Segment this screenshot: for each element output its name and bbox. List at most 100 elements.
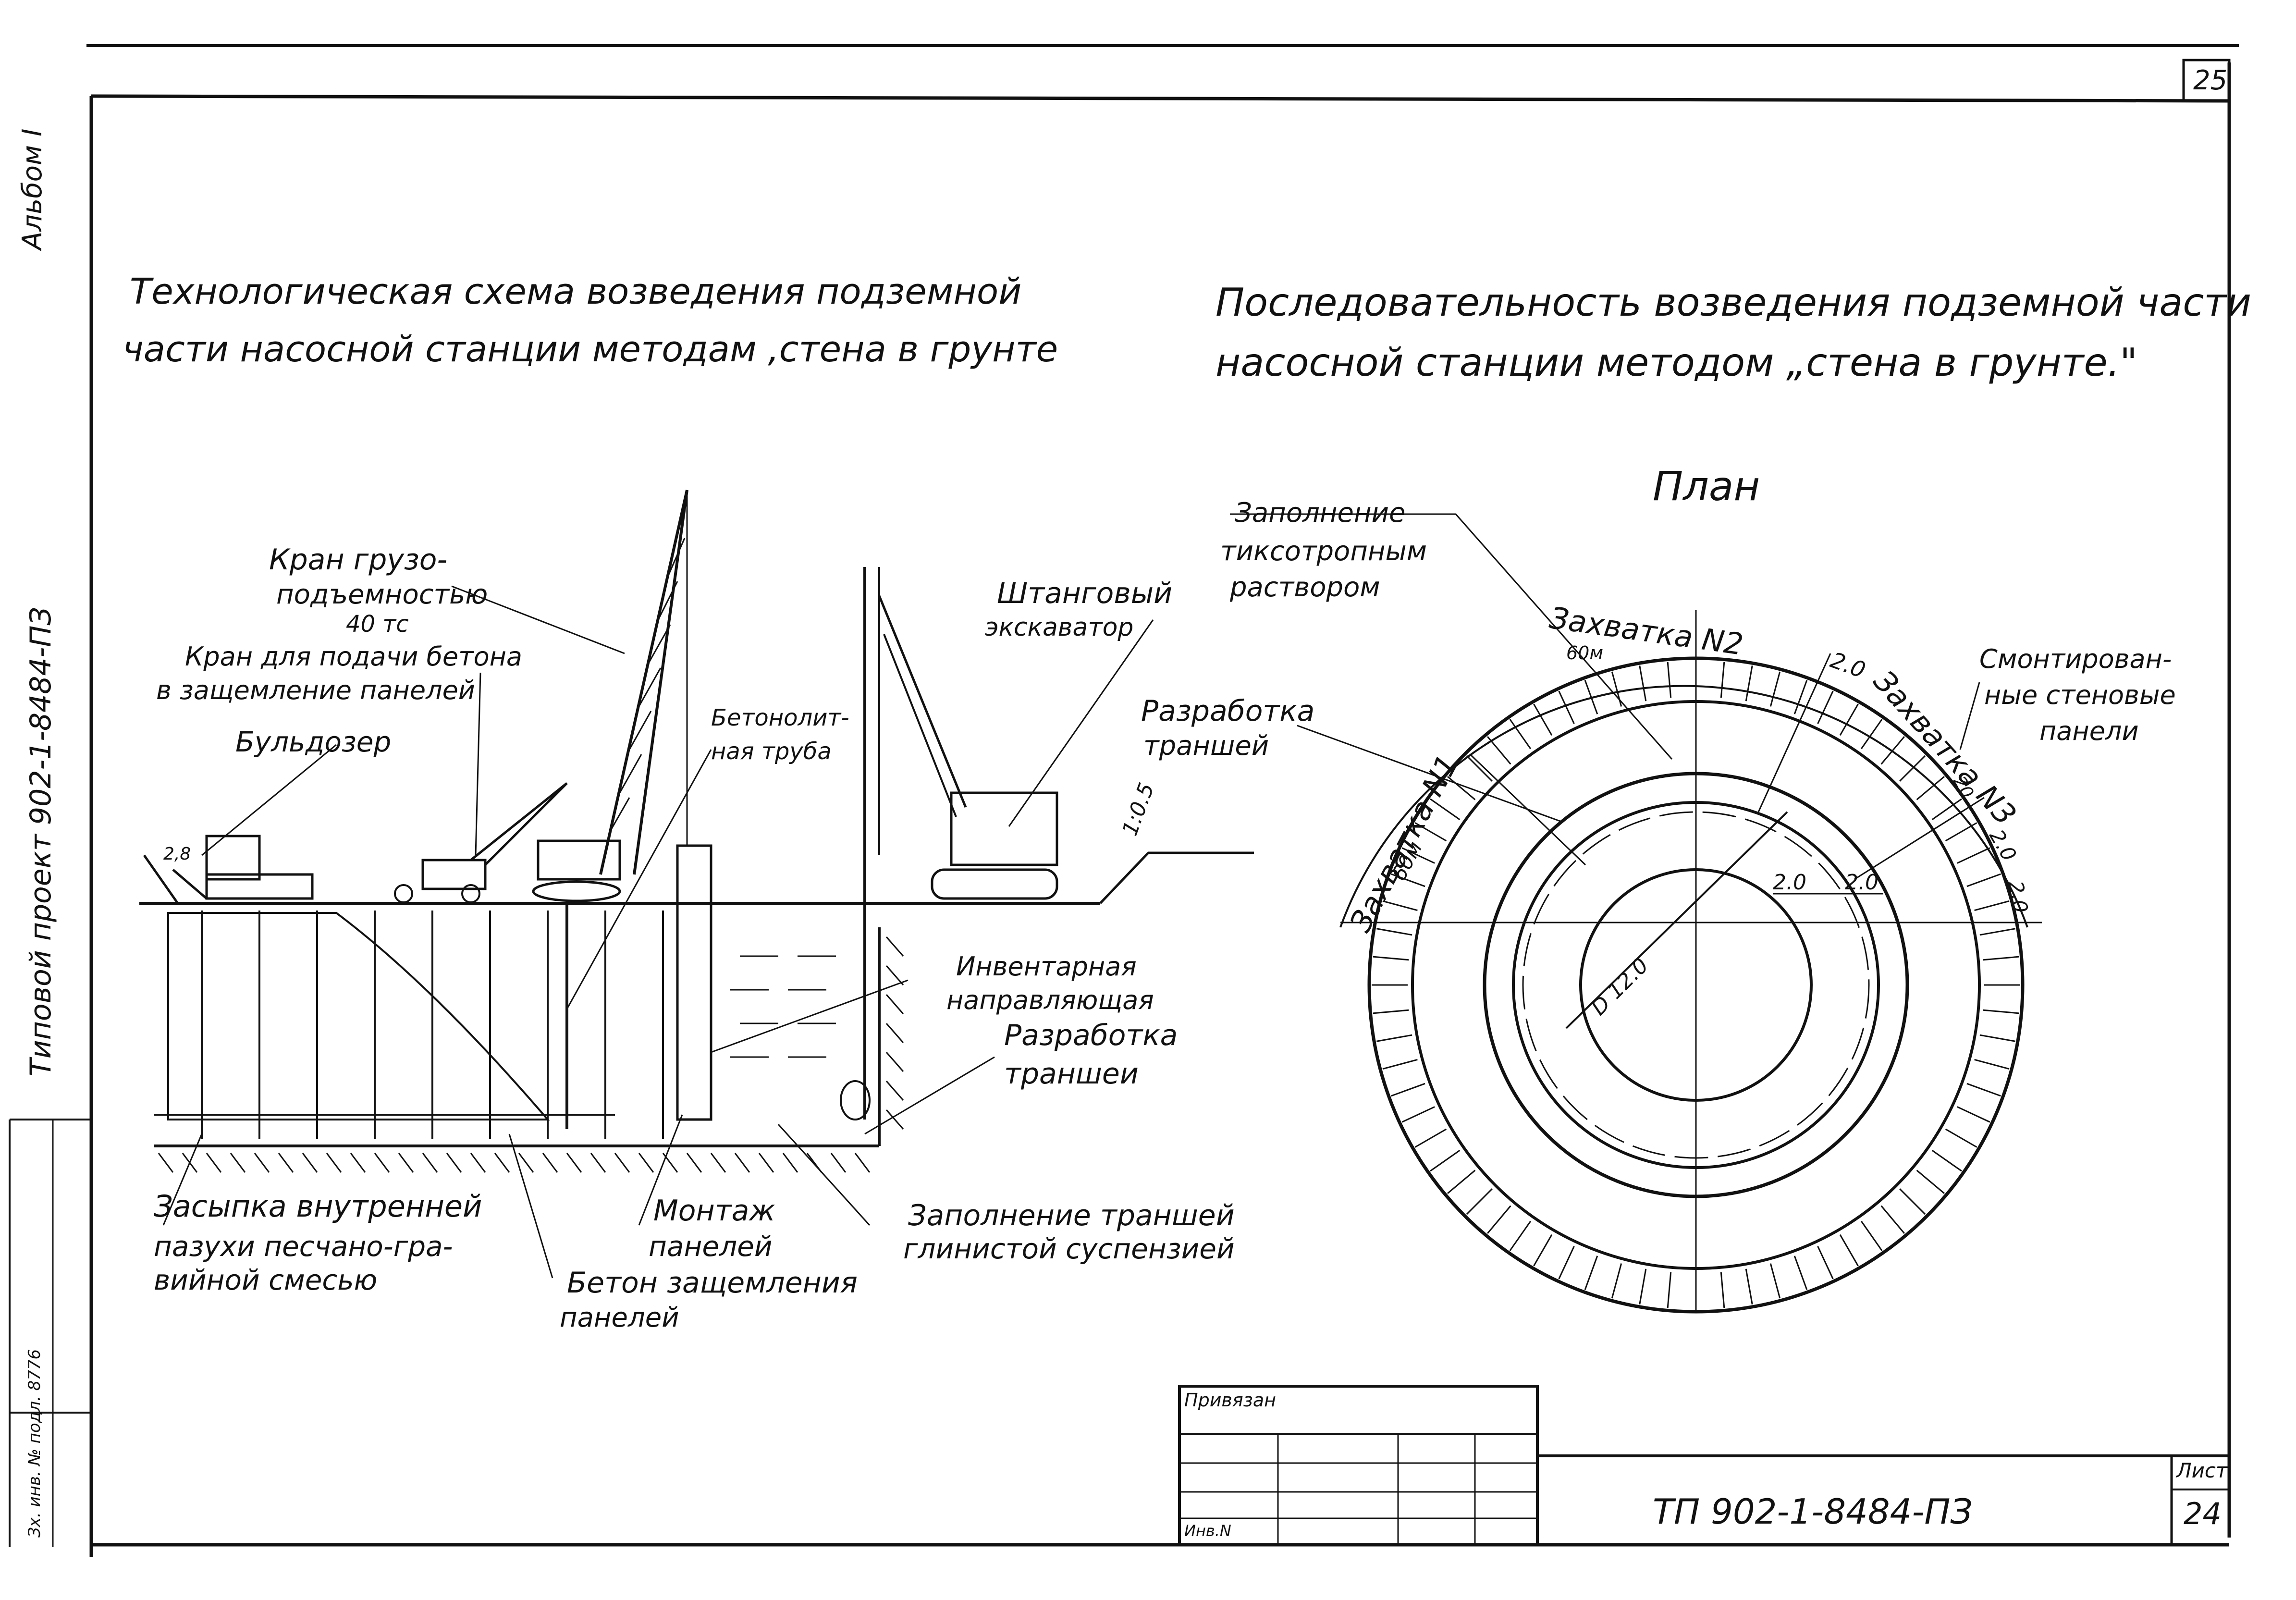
label-panels-3: панели (2039, 716, 2139, 746)
label-trench-dev-1: Разработка (1004, 1019, 1178, 1052)
wall-panel-tick (1466, 755, 1493, 782)
wall-panel-tick (1639, 1268, 1647, 1305)
label-mount-2: панелей (649, 1230, 773, 1263)
label-fill-trench-1: Заполнение траншей (908, 1199, 1235, 1232)
wall-panel-tick (1414, 1128, 1447, 1148)
wall-panel-tick (1793, 680, 1808, 714)
wall-panel-tick (1817, 690, 1834, 724)
wall-panel-tick (1376, 1034, 1412, 1042)
wall-panel-tick (1817, 1246, 1834, 1280)
wall-panel-tick (1391, 1083, 1425, 1097)
label-tremie-1: Бетонолит- (711, 704, 849, 731)
label-guide-1: Инвентарная (956, 951, 1137, 982)
label-concrete-fix-2: панелей (560, 1302, 679, 1333)
wall-panel-tick (1382, 900, 1418, 911)
label-concrete-fix-1: Бетон защемления (567, 1266, 858, 1300)
label-trench-1: Разработка (1141, 694, 1315, 728)
label-backfill-1: Засыпка внутренней (154, 1189, 482, 1224)
wall-panel-tick (1916, 1169, 1945, 1194)
wall-panel-tick (1533, 1234, 1553, 1267)
wall-panel-tick (1391, 873, 1425, 887)
wall-panel-tick (1509, 719, 1532, 750)
left-title-line1: Технологическая схема возведения подземн… (130, 271, 1022, 312)
construction-scheme (139, 490, 1254, 1279)
wall-panel-tick (1745, 665, 1753, 702)
label-trench-2: траншей (1143, 730, 1269, 762)
plan-label: План (1653, 463, 1760, 510)
label-crane-3: 40 тс (346, 611, 409, 638)
wall-panel-tick (1373, 956, 1409, 961)
wall-panel-tick (1899, 755, 1926, 782)
label-tremie-2: ная труба (711, 738, 832, 765)
wall-panel-tick (1945, 822, 1977, 842)
wall-panel-tick (1667, 662, 1672, 698)
title-block-sheet-label: Лист (2176, 1459, 2228, 1482)
wall-panel-tick (1860, 719, 1883, 750)
wall-panel-tick (1667, 1272, 1672, 1308)
wall-panel-tick (1720, 662, 1725, 698)
label-fill-1: Заполнение (1235, 497, 1406, 529)
right-title-line2: насосной станции методом „стена в грунте… (1216, 340, 2137, 385)
label-fill-3: раствором (1230, 572, 1380, 603)
label-trench-dev-2: траншеи (1004, 1057, 1139, 1091)
wall-panel-tick (1720, 1272, 1725, 1308)
sheet-top-number: 25 (2193, 65, 2228, 96)
wall-panel-tick (1584, 680, 1598, 714)
wall-panel-tick (1979, 1034, 2016, 1042)
label-grip2-len: 60м (1566, 642, 1604, 664)
wall-panel-tick (1639, 665, 1647, 702)
wall-panel-tick (1769, 671, 1781, 707)
title-block-sheet-number: 24 (2184, 1496, 2222, 1531)
wall-panel-tick (1584, 1255, 1598, 1290)
label-backfill-3: вийной смесью (154, 1264, 378, 1296)
margin-album: Альбом I (17, 128, 48, 250)
wall-panel-tick (1966, 1083, 2001, 1097)
label-guide-2: направляющая (946, 985, 1154, 1015)
wall-panel-tick (1414, 822, 1447, 842)
wall-panel-tick (1558, 1246, 1575, 1280)
title-block-tied: Привязан (1184, 1390, 1276, 1411)
label-dim-inner-a: 2.0 (1773, 870, 1806, 895)
label-crane-2: подъемностью (276, 579, 488, 610)
margin-project: Типовой проект 902-1-8484-ПЗ (24, 607, 58, 1076)
wall-panel-tick (1931, 1149, 1962, 1172)
wall-panel-tick (1447, 775, 1476, 800)
title-block-inv: Инв.N (1184, 1522, 1231, 1540)
wall-panel-tick (1974, 1058, 2010, 1070)
wall-panel-tick (1931, 798, 1962, 821)
left-title-line2: части насосной станции методам ,стена в … (123, 329, 1058, 370)
wall-panel-tick (1486, 736, 1511, 765)
wall-panel-tick (1382, 1058, 1418, 1070)
wall-panel-tick (1793, 1255, 1808, 1290)
wall-panel-tick (1430, 1149, 1461, 1172)
label-gap-c: 2.0 (2003, 879, 2033, 915)
wall-panel-tick (1376, 928, 1412, 936)
label-level: 2,8 (163, 844, 191, 864)
label-crane-1: Кран грузо- (269, 543, 448, 577)
wall-panel-tick (1533, 703, 1553, 736)
sheet-frame (9, 44, 2239, 1557)
label-concrete-crane-2: в защемление панелей (156, 675, 475, 705)
label-concrete-crane-1: Кран для подачи бетона (185, 641, 523, 672)
wall-panel-tick (1974, 900, 2010, 911)
wall-panel-tick (1558, 690, 1575, 724)
margin-inventory: Зх. инв. № подл. 8776 (25, 1349, 44, 1538)
wall-panel-tick (1880, 1205, 1905, 1234)
wall-panel-tick (1769, 1263, 1781, 1299)
wall-panel-tick (1839, 703, 1859, 736)
wall-panel-tick (1611, 1263, 1622, 1299)
label-panels-1: Смонтирован- (1979, 644, 2172, 674)
wall-panel-tick (1373, 1009, 1409, 1014)
wall-panel-tick (1401, 1106, 1435, 1123)
wall-panel-tick (1899, 1188, 1926, 1215)
wall-panel-tick (1447, 1169, 1476, 1194)
wall-panel-tick (1945, 1128, 1977, 1148)
label-backfill-2: пазухи песчано-гра- (154, 1230, 453, 1263)
pump-station-plan (1230, 513, 2042, 1314)
wall-panel-tick (1957, 1106, 1990, 1123)
title-block-lines (1178, 1385, 2229, 1546)
label-excavator-2: экскаватор (985, 613, 1134, 642)
wall-panel-tick (1966, 873, 2001, 887)
wall-panel-tick (1979, 928, 2016, 936)
